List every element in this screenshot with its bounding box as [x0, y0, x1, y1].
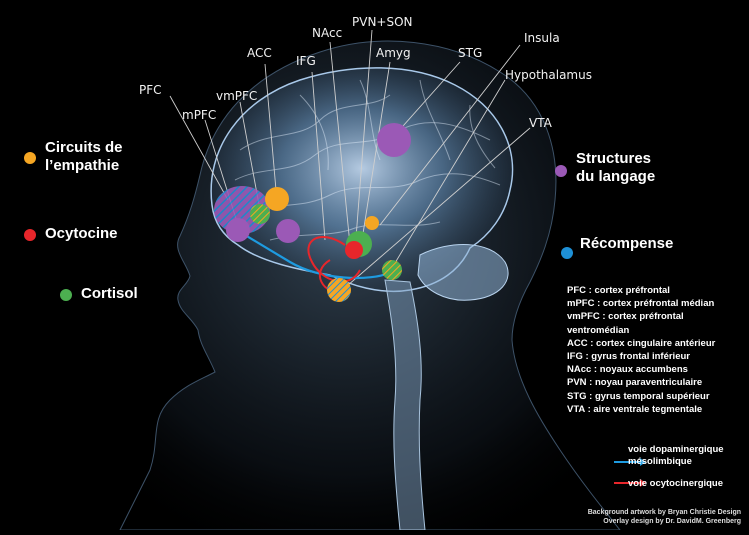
- category-reward: Récompense: [580, 235, 674, 252]
- language-dot: [555, 165, 567, 177]
- category-empathy: Circuits de l’empathie: [45, 139, 123, 174]
- vmpfc-region: [250, 204, 270, 224]
- vta-region: [382, 260, 402, 280]
- dopamine-legend-text: voie dopaminergique mésolimbique: [628, 444, 724, 467]
- empathy-dot: [24, 152, 36, 164]
- credit-line-2: Overlay design by Dr. DavidM. Greenberg: [603, 518, 741, 525]
- abbreviation-glossary: PFC : cortex préfrontal mPFC : cortex pré…: [567, 284, 715, 416]
- label-insula: Insula: [524, 31, 560, 45]
- oxytocin-legend-arrow: [640, 479, 646, 487]
- credit-line-1: Background artwork by Bryan Christie Des…: [587, 509, 741, 516]
- label-mpfc: mPFC: [182, 108, 217, 122]
- amyg-region: [327, 278, 351, 302]
- glossary-line: PVN : noyau paraventriculaire: [567, 377, 703, 389]
- glossary-line: ventromédian: [567, 324, 630, 336]
- label-ifg: IFG: [296, 54, 316, 68]
- cortisol-dot: [60, 289, 72, 301]
- label-pfc: PFC: [139, 83, 162, 97]
- oxytocin-legend-text: voie ocytocinergique: [628, 478, 724, 489]
- glossary-line: mPFC : cortex préfrontal médian: [567, 298, 715, 310]
- glossary-line: VTA : aire ventrale tegmentale: [567, 403, 703, 415]
- ifg-region: [276, 219, 300, 243]
- label-hypothalamus: Hypothalamus: [505, 68, 592, 82]
- label-pvn-son: PVN+SON: [352, 15, 413, 29]
- nacc-region: [365, 216, 379, 230]
- category-cortisol: Cortisol: [81, 285, 138, 302]
- reward-dot: [561, 247, 573, 259]
- glossary-line: IFG : gyrus frontal inférieur: [567, 351, 690, 363]
- acc-region: [265, 187, 289, 211]
- label-acc: ACC: [247, 46, 272, 60]
- glossary-line: PFC : cortex préfrontal: [567, 285, 670, 296]
- label-nacc: NAcc: [312, 26, 343, 40]
- stg-region: [377, 123, 411, 157]
- label-amyg: Amyg: [376, 46, 411, 60]
- cerebellum-shape: [417, 244, 509, 301]
- category-language: Structures du langage: [576, 150, 656, 185]
- leader-lines: [169, 29, 531, 293]
- dopamine-pathway-line: [239, 231, 393, 280]
- label-stg: STG: [458, 46, 483, 60]
- category-oxytocin: Ocytocine: [45, 225, 118, 242]
- glossary-line: ACC : cortex cingulaire antérieur: [567, 337, 716, 349]
- oxytocin-dot: [24, 229, 36, 241]
- hypothalamus-marker: [345, 241, 363, 259]
- glossary-line: STG : gyrus temporal supérieur: [567, 390, 710, 402]
- label-vta: VTA: [529, 116, 552, 130]
- dopamine-legend-arrow: [640, 458, 646, 466]
- glossary-line: vmPFC : cortex préfrontal: [567, 311, 684, 323]
- label-vmpfc: vmPFC: [216, 89, 258, 103]
- glossary-line: NAcc : noyaux accumbens: [567, 364, 688, 376]
- mpfc-region: [226, 218, 250, 242]
- oxytocin-pathway-line: [307, 235, 361, 283]
